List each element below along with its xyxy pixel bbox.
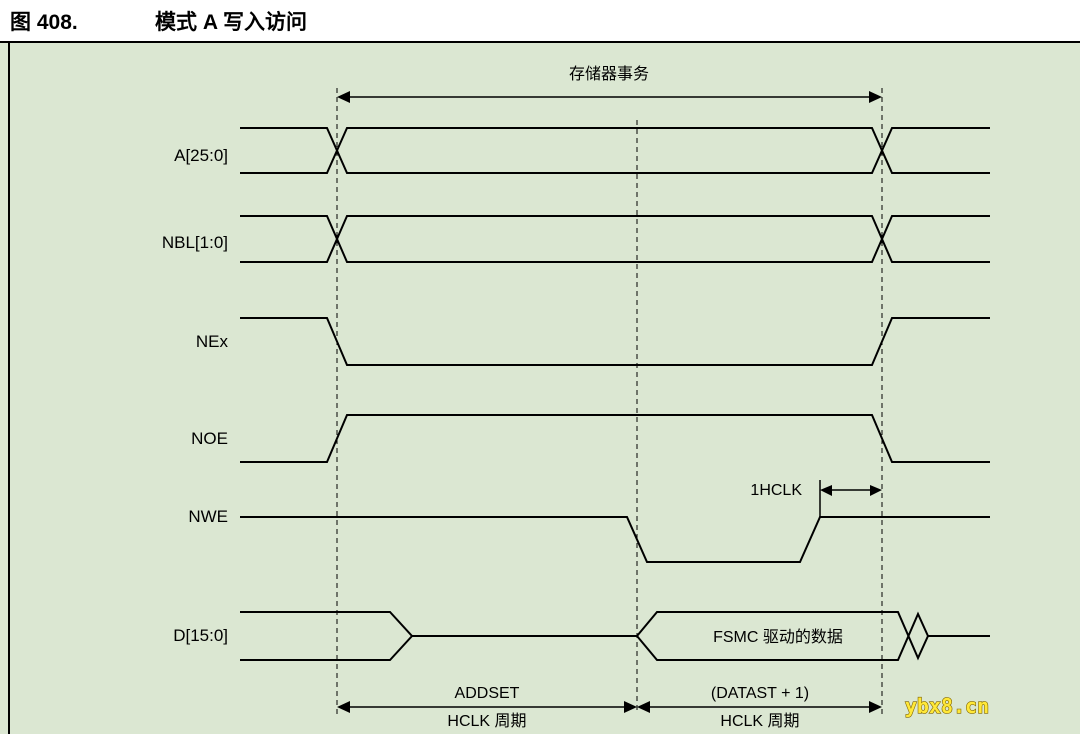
figure-title: 模式 A 写入访问	[155, 11, 308, 34]
bus-segment-right-bottom	[636, 611, 929, 661]
addset-unit-label: HCLK 周期	[447, 712, 526, 730]
bus-line	[240, 127, 990, 174]
waveform-a-bus	[240, 127, 990, 174]
figure-frame	[0, 41, 1080, 734]
signal-label-nwe: NWE	[188, 507, 228, 526]
bus-line	[240, 215, 990, 263]
diagram-background	[0, 41, 1080, 734]
watermark-text: ybx8.cn	[905, 694, 989, 718]
arrowhead-right-icon	[624, 701, 637, 713]
waveform-nex	[240, 317, 990, 366]
datast-unit-label: HCLK 周期	[720, 712, 799, 730]
figure-header: 图 408. 模式 A 写入访问	[0, 0, 1080, 41]
addset-measure: ADDSET HCLK 周期	[337, 685, 637, 730]
arrowhead-left-icon	[820, 485, 832, 496]
signal-label-nex: NEx	[196, 332, 229, 351]
memory-transaction-label: 存储器事务	[569, 65, 649, 83]
signal-labels: A[25:0] NBL[1:0] NEx NOE NWE D[15:0]	[162, 146, 229, 645]
signal-label-nbl: NBL[1:0]	[162, 233, 228, 252]
signal-label-d: D[15:0]	[173, 626, 228, 645]
signal-label-a: A[25:0]	[174, 146, 228, 165]
arrowhead-right-icon	[870, 485, 882, 496]
datast-measure: (DATAST + 1) HCLK 周期	[637, 685, 882, 730]
waveform-nwe	[240, 516, 990, 563]
dashed-reference-lines	[336, 88, 883, 714]
waveform-nbl-bus	[240, 215, 990, 263]
datast-label: (DATAST + 1)	[711, 685, 809, 702]
arrowhead-right-icon	[869, 91, 882, 103]
arrowhead-left-icon	[637, 701, 650, 713]
signal-label-noe: NOE	[191, 429, 228, 448]
figure-number: 图 408.	[10, 11, 78, 34]
arrowhead-left-icon	[337, 701, 350, 713]
waveform-d-bus: FSMC 驱动的数据	[240, 611, 990, 661]
signal-line	[240, 414, 990, 463]
memory-transaction-span: 存储器事务	[337, 65, 882, 103]
addset-label: ADDSET	[455, 685, 520, 702]
data-bus-value-label: FSMC 驱动的数据	[713, 628, 843, 646]
waveform-noe	[240, 414, 990, 463]
arrowhead-left-icon	[337, 91, 350, 103]
signal-line	[240, 516, 990, 563]
bus-line	[240, 127, 990, 174]
one-hclk-measure: 1HCLK	[750, 480, 882, 517]
bus-line	[240, 215, 990, 263]
signal-line	[240, 317, 990, 366]
one-hclk-label: 1HCLK	[750, 482, 802, 499]
arrowhead-right-icon	[869, 701, 882, 713]
